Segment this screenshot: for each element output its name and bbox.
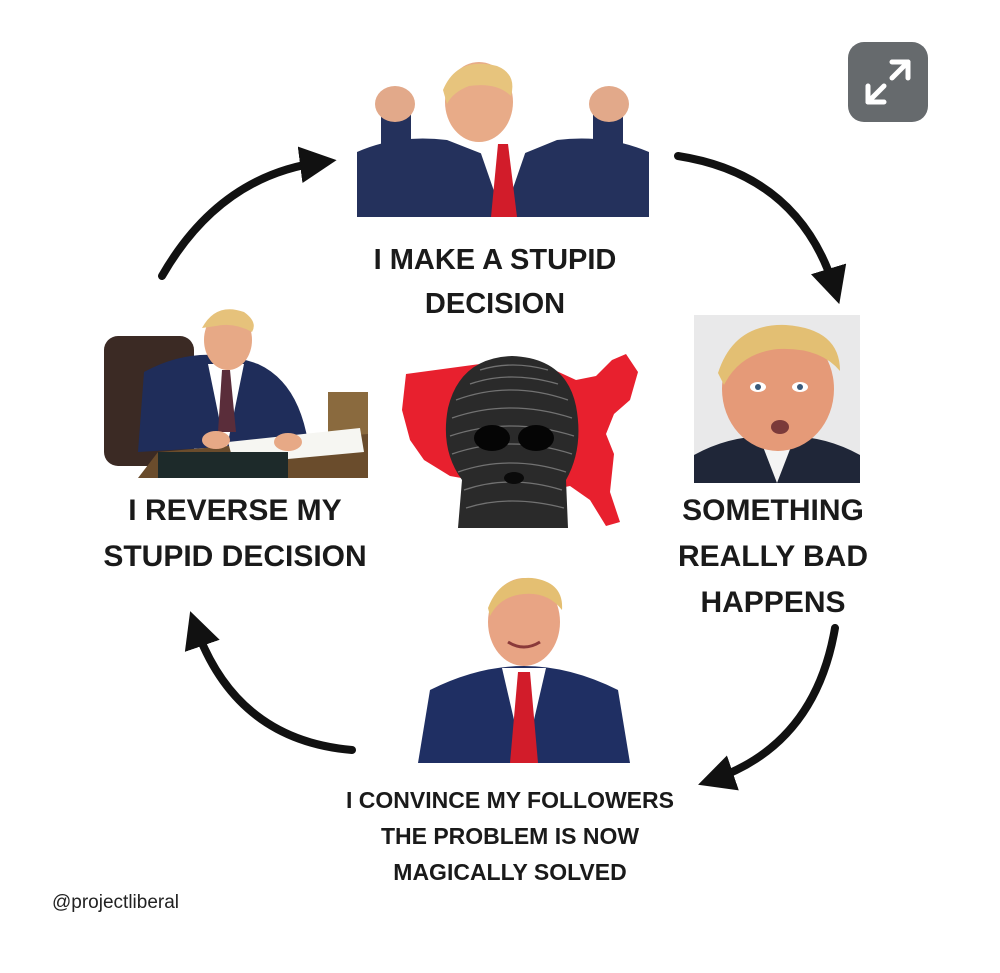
expand-icon [865,59,911,105]
expand-button[interactable] [848,42,928,122]
step-top-line-1: I MAKE A STUPID [373,244,617,276]
step-bottom-line-2: THE PROBLEM IS NOW [380,823,640,849]
arrow-right-to-bottom [698,624,839,791]
wojak-eye-left [474,425,510,451]
arrow-left-to-top [158,146,337,280]
step-label-bottom: I CONVINCE MY FOLLOWERS THE PROBLEM IS N… [318,782,702,890]
step-right-line-1: SOMETHING [682,494,864,527]
step-label-top: I MAKE A STUPID DECISION [330,238,660,326]
step-left-line-2: STUPID DECISION [103,540,367,573]
photo-man-smiling [418,570,630,763]
step-bottom-line-1: I CONVINCE MY FOLLOWERS [346,787,674,813]
step-bottom-line-3: MAGICALLY SOLVED [393,859,627,885]
step-right-line-3: HAPPENS [700,586,846,619]
photo-man-signing-document [98,302,368,478]
credit-handle: @projectliberal [52,892,180,913]
step-label-left: I REVERSE MY STUPID DECISION [70,488,400,580]
arrow-top-to-right [674,152,847,305]
arrow-bottom-to-left [184,611,356,754]
step-left-line-1: I REVERSE MY [128,494,342,527]
step-top-line-2: DECISION [424,288,566,320]
wojak-eye-right [518,425,554,451]
image-usa-map-wojak [402,354,638,528]
photo-man-surprised [694,315,860,483]
step-right-line-2: REALLY BAD [677,540,869,573]
step-label-right: SOMETHING REALLY BAD HAPPENS [648,488,898,626]
wojak-head [445,356,579,528]
photo-man-raising-fists [357,52,649,217]
